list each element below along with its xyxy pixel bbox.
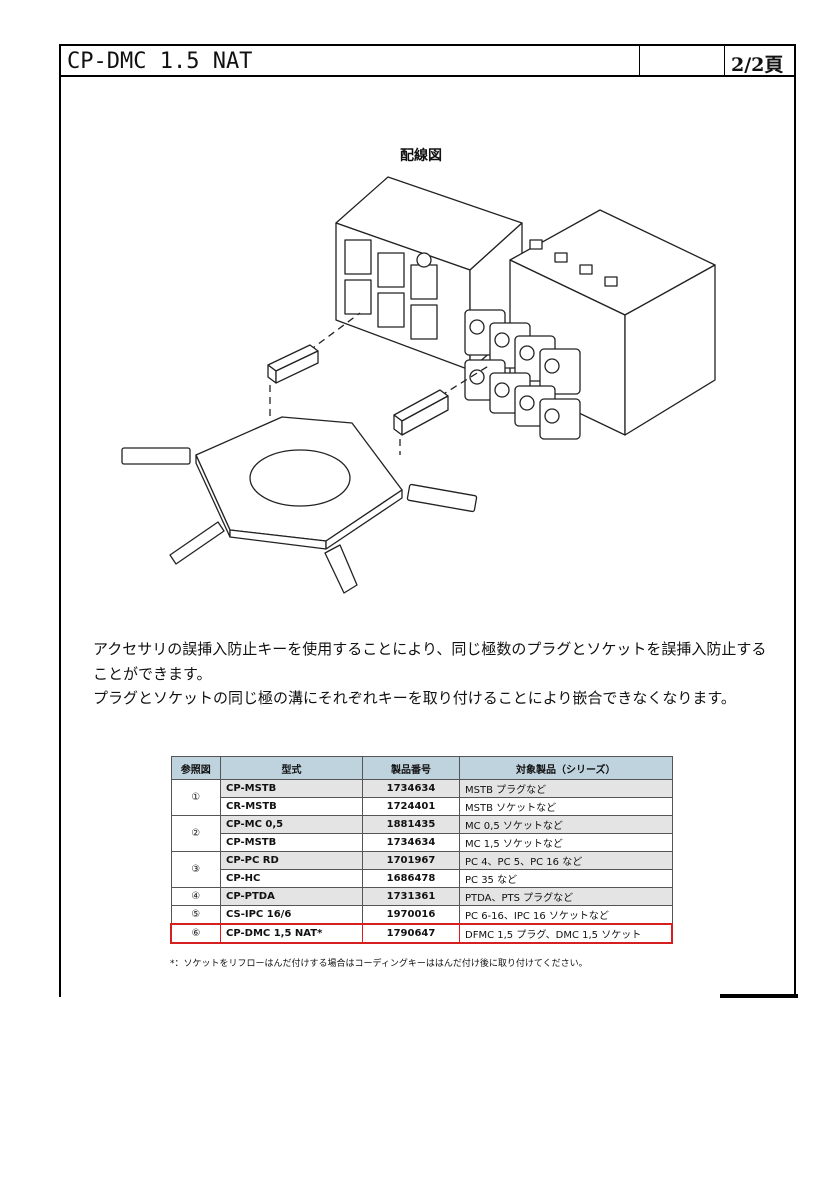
model-cell: CR-MSTB (220, 797, 363, 816)
col-header-ref: 参照図 (170, 756, 221, 780)
product-cell: PTDA、PTS プラグなど (459, 887, 673, 906)
product-cell: MC 0,5 ソケットなど (459, 815, 673, 834)
header-blank-cell (639, 46, 725, 75)
description-line-2: ことができます。 (93, 665, 212, 683)
table-row: CR-MSTB 1724401 MSTB ソケットなど (171, 797, 673, 816)
product-cell: PC 4、PC 5、PC 16 など (459, 851, 673, 870)
model-cell: CS-IPC 16/6 (220, 905, 363, 925)
document-frame: CP-DMC 1.5 NAT 2/2頁 (59, 44, 796, 997)
table-row: ③ CP-PC RD 1701967 PC 4、PC 5、PC 16 など (170, 851, 673, 888)
table-header-row: 参照図 型式 製品番号 対象製品（シリーズ） (170, 756, 673, 780)
ref-cell: ② (170, 815, 221, 852)
col-header-product: 対象製品（シリーズ） (459, 756, 673, 780)
model-cell: CP-MC 0,5 (220, 815, 363, 834)
product-cell: MSTB プラグなど (459, 779, 673, 798)
table-row: ④ CP-PTDA 1731361 PTDA、PTS プラグなど (170, 887, 673, 906)
product-cell: PC 6-16、IPC 16 ソケットなど (459, 905, 673, 925)
table-footnote: *：ソケットをリフローはんだ付けする場合はコーディングキーははんだ付け後に取り付… (170, 959, 588, 969)
part-number-cell: 1881435 (362, 815, 460, 834)
table-row: ② CP-MC 0,5 1881435 MC 0,5 ソケットなど (170, 815, 673, 852)
coding-key-diagram (121, 176, 716, 594)
ref-cell: ③ (170, 851, 221, 888)
model-cell: CP-PC RD (220, 851, 363, 870)
key-sprue (121, 416, 478, 594)
product-cell: PC 35 など (459, 869, 673, 888)
coding-key-table: 参照図 型式 製品番号 対象製品（シリーズ） ① CP-MSTB 1734634… (170, 756, 673, 944)
document-title: CP-DMC 1.5 NAT (67, 49, 253, 74)
description-line-3: プラグとソケットの同じ極の溝にそれぞれキーを取り付けることにより嵌合できなくなり… (93, 689, 736, 707)
part-number-cell: 1731361 (362, 887, 460, 906)
part-number-cell: 1790647 (362, 923, 460, 944)
model-cell: CP-DMC 1,5 NAT* (220, 923, 363, 944)
model-cell: CP-HC (220, 869, 363, 888)
table-row: CP-MSTB 1734634 MC 1,5 ソケットなど (171, 833, 673, 852)
part-number-cell: 1734634 (362, 833, 460, 852)
ref-cell: ⑥ (170, 923, 221, 944)
description-line-1: アクセサリの誤挿入防止キーを使用することにより、同じ極数のプラグとソケットを誤挿… (93, 640, 767, 658)
diagram-title: 配線図 (400, 148, 442, 164)
ref-cell: ④ (170, 887, 221, 906)
table-row-highlighted: ⑥ CP-DMC 1,5 NAT* 1790647 DFMC 1,5 プラグ、D… (170, 923, 673, 944)
header-bar: CP-DMC 1.5 NAT 2/2頁 (61, 46, 794, 77)
part-number-cell: 1734634 (362, 779, 460, 798)
part-number-cell: 1970016 (362, 905, 460, 925)
table-row: ① CP-MSTB 1734634 MSTB プラグなど (170, 779, 673, 816)
product-cell: MSTB ソケットなど (459, 797, 673, 816)
col-header-model: 型式 (220, 756, 363, 780)
coding-key-parts (267, 344, 449, 436)
model-cell: CP-MSTB (220, 779, 363, 798)
ref-cell: ① (170, 779, 221, 816)
col-header-part-number: 製品番号 (362, 756, 460, 780)
table-row: CP-HC 1686478 PC 35 など (171, 869, 673, 888)
bottom-rule (720, 994, 798, 998)
model-cell: CP-MSTB (220, 833, 363, 852)
ref-cell: ⑤ (170, 905, 221, 925)
page-number: 2/2頁 (731, 54, 784, 76)
product-cell: DFMC 1,5 プラグ、DMC 1,5 ソケット (459, 923, 673, 944)
model-cell: CP-PTDA (220, 887, 363, 906)
table-row: ⑤ CS-IPC 16/6 1970016 PC 6-16、IPC 16 ソケッ… (170, 905, 673, 925)
part-number-cell: 1701967 (362, 851, 460, 870)
part-number-cell: 1724401 (362, 797, 460, 816)
product-cell: MC 1,5 ソケットなど (459, 833, 673, 852)
part-number-cell: 1686478 (362, 869, 460, 888)
plug-housing (464, 209, 716, 440)
